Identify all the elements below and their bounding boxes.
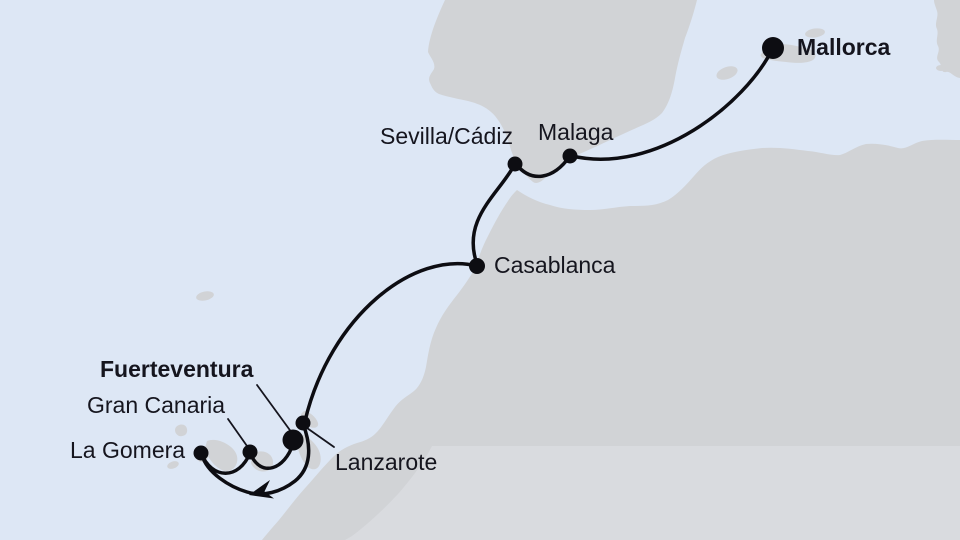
leg-la-gomera-gran-canaria [199, 451, 252, 475]
marker-fuerteventura [282, 429, 304, 451]
islet-south-of-sardinia [936, 65, 946, 71]
north-africa-landmass [262, 139, 960, 540]
port-label-mallorca: Mallorca [797, 34, 891, 60]
leader-gran-canaria [227, 418, 248, 447]
gran-canaria-island [251, 451, 274, 472]
marker-mallorca [762, 37, 784, 59]
leg-sevilla-cadiz-casablanca [471, 162, 517, 266]
menorca-island [805, 28, 825, 38]
leader-fuerteventura [256, 384, 293, 434]
port-label-malaga: Malaga [538, 119, 614, 145]
leader-lanzarote [306, 427, 335, 448]
port-label-casablanca: Casablanca [494, 252, 616, 278]
marker-gran-canaria [242, 444, 258, 460]
route-lines [199, 46, 775, 496]
port-label-fuerteventura: Fuerteventura [100, 356, 254, 382]
el-hierro-island [167, 461, 179, 469]
marker-casablanca [469, 258, 485, 274]
leg-lanzarote-la-gomera [200, 422, 311, 496]
sardinia-landmass [934, 0, 960, 78]
marker-sevilla-cadiz [507, 156, 523, 172]
la-palma-island [175, 424, 188, 437]
port-label-la-gomera: La Gomera [70, 437, 186, 463]
port-markers [193, 37, 784, 461]
leg-gran-canaria-fuerteventura [248, 442, 295, 470]
tenerife-island [205, 439, 238, 472]
leg-mallorca-malaga [570, 46, 775, 161]
port-label-gran-canaria: Gran Canaria [87, 392, 226, 418]
ibiza-island [716, 66, 738, 80]
marker-lanzarote [295, 415, 311, 431]
marker-la-gomera [193, 445, 209, 461]
southern-land-light-shading [345, 446, 960, 540]
marker-malaga [562, 148, 578, 164]
port-label-lanzarote: Lanzarote [335, 449, 438, 475]
direction-arrow-icon [249, 480, 274, 499]
iberian-peninsula-landmass [428, 0, 697, 183]
port-label-sevilla-cadiz: Sevilla/Cádiz [380, 123, 513, 149]
label-leader-lines [227, 384, 335, 448]
leg-casablanca-lanzarote [303, 261, 479, 423]
madeira-island [196, 291, 214, 301]
